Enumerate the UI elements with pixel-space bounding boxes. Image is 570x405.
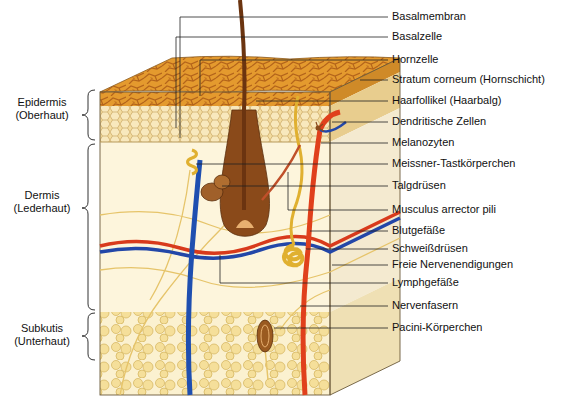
layer-label: Dermis (Lederhaut) (4, 189, 80, 215)
part-label: Hornzelle (392, 53, 438, 66)
part-label: Freie Nervenendigungen (392, 258, 513, 271)
part-label: Blutgefäße (392, 224, 445, 237)
part-label: Haarfollikel (Haarbalg) (392, 94, 501, 107)
part-label: Dendritische Zellen (392, 115, 486, 128)
part-label: Schweißdrüsen (392, 242, 468, 255)
part-label: Melanozyten (392, 136, 454, 149)
part-label: Basalzelle (392, 30, 442, 43)
part-label: Talgdrüsen (392, 179, 446, 192)
part-label: Musculus arrector pili (392, 203, 496, 216)
part-label: Meissner-Tastkörperchen (392, 157, 516, 170)
layer-label: Epidermis (Oberhaut) (4, 96, 80, 122)
part-label: Basalmembran (392, 10, 466, 23)
part-label: Lymphgefäße (392, 276, 459, 289)
part-label: Nervenfasern (392, 299, 458, 312)
part-label: Pacini-Körperchen (392, 321, 483, 334)
part-label: Stratum corneum (Hornschicht) (392, 73, 545, 86)
layer-label: Subkutis (Unterhaut) (4, 322, 80, 348)
